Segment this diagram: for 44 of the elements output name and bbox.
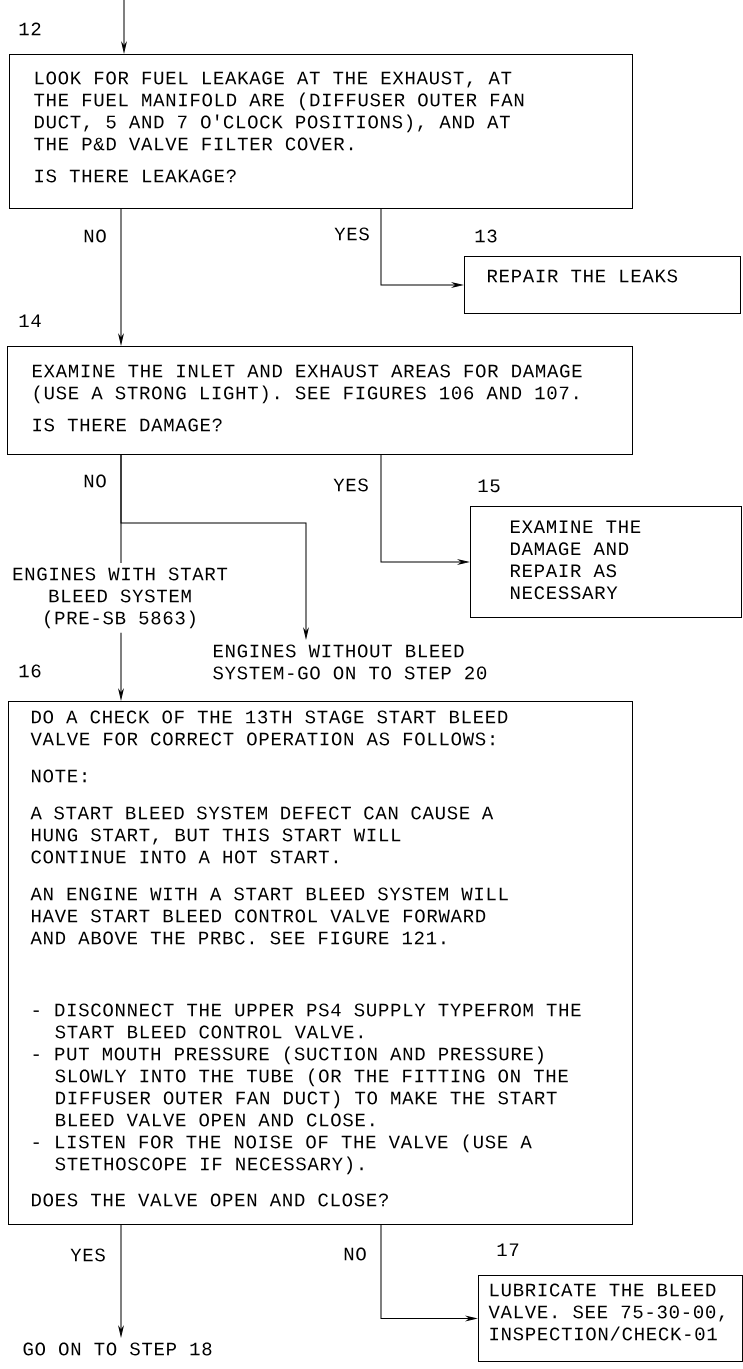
arrow — [380, 454, 469, 565]
step-text: - DISCONNECT THE UPPER PS4 SUPPLY TYPEFROM THE START BLEED CONTROL VALVE. — [33, 1003, 581, 1039]
edge-label: NO — [84, 474, 106, 488]
process-box — [7, 346, 633, 455]
step-text: LOOK FOR FUEL LEAKAGE AT THE EXHAUST, AT THE FUEL MANIFOLD ARE (DIFFUSER OUTER FAN DUCT, 5 AND 7 O'CLOCK POSITIONS), AND AT THE P&D VALVE FILTER COVER. — [34, 71, 524, 151]
step-text: A START BLEED SYSTEM DEFECT CAN CAUSE A HUNG START, BUT THIS START WILL CONTINUE INTO A HOT START. — [30, 806, 494, 864]
edge-label: NO — [344, 1247, 366, 1261]
arrow — [118, 208, 124, 345]
arrow — [120, 454, 309, 639]
step-text: AN ENGINE WITH A START BLEED SYSTEM WILL HAVE START BLEED CONTROL VALVE FORWARD AND ABOVE THE PRBC. SEE FIGURE 121. — [30, 887, 508, 945]
process-box — [478, 1275, 743, 1362]
step-text: IS THERE DAMAGE? — [33, 418, 222, 432]
step-number: 14 — [19, 314, 41, 328]
step-text: LUBRICATE THE BLEED VALVE. SEE 75-30-00, INSPECTION/CHECK-01 — [488, 1283, 724, 1341]
edge-label: YES — [333, 478, 368, 492]
step-text: EXAMINE THE INLET AND EXHAUST AREAS FOR DAMAGE (USE A STRONG LIGHT). SEE FIGURES 106 AND 107. — [33, 364, 582, 404]
step-number: 13 — [475, 229, 497, 243]
step-text: DO A CHECK OF THE 13TH STAGE START BLEED VALVE FOR CORRECT OPERATION AS FOLLOWS: — [30, 710, 508, 746]
process-box — [470, 506, 742, 618]
process-box — [464, 256, 741, 314]
step-text: - LISTEN FOR THE NOISE OF THE VALVE (USE A STETHOSCOPE IF NECESSARY). — [33, 1134, 532, 1175]
edge-label: YES — [70, 1248, 105, 1262]
edge-label: YES — [334, 227, 369, 241]
step-text: ENGINES WITH START BLEED SYSTEM (PRE-SB 5863) — [13, 567, 228, 629]
step-text: NOTE: — [32, 769, 86, 783]
step-number: 16 — [19, 664, 41, 678]
step-text: IS THERE LEAKAGE? — [35, 169, 236, 183]
arrow — [380, 1224, 477, 1321]
arrow — [121, 0, 127, 53]
process-box — [9, 54, 633, 209]
step-text: DOES THE VALVE OPEN AND CLOSE? — [32, 1193, 388, 1207]
arrow — [380, 208, 463, 288]
edge-label: NO — [84, 229, 106, 243]
arrow — [118, 632, 124, 700]
process-box — [8, 701, 633, 1225]
step-text: GO ON TO STEP 18 — [23, 1342, 212, 1356]
arrow — [118, 1224, 124, 1337]
step-text: REPAIR THE LEAKS — [488, 269, 678, 283]
step-text: - PUT MOUTH PRESSURE (SUCTION AND PRESSURE) SLOWLY INTO THE TUBE (OR THE FITTING ON THE DIFFUSER OUTER FAN DUCT) TO MAKE THE START BLEED VALVE OPEN AND CLOSE. — [33, 1046, 568, 1127]
step-text: ENGINES WITHOUT BLEED SYSTEM-GO ON TO STEP 20 — [213, 644, 487, 680]
step-text: EXAMINE THE DAMAGE AND REPAIR AS NECESSARY — [511, 520, 641, 600]
step-number: 17 — [497, 1243, 519, 1257]
step-number: 15 — [478, 479, 500, 493]
step-number: 12 — [19, 22, 41, 36]
